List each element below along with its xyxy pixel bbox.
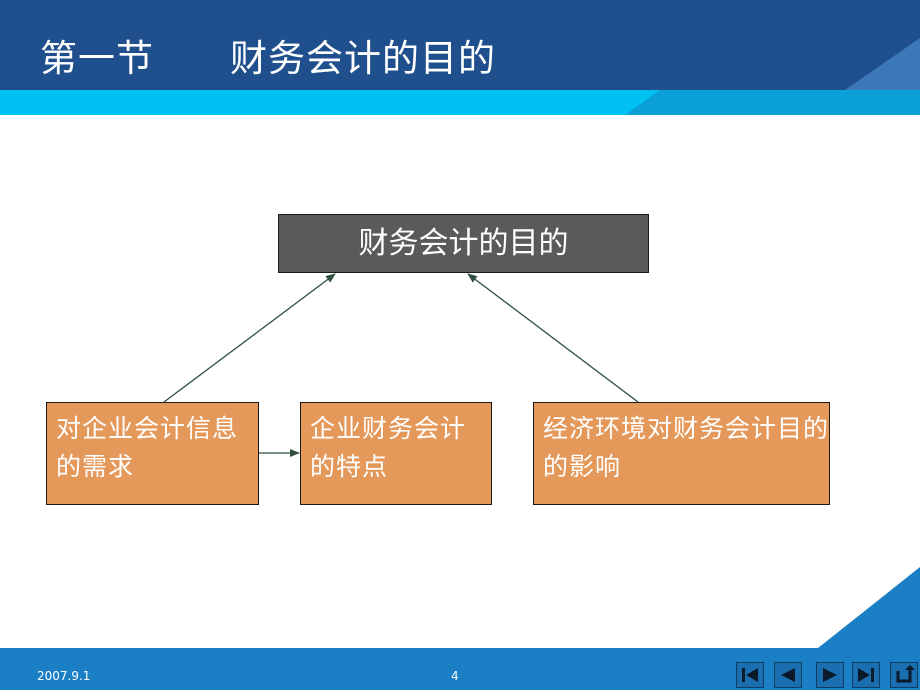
first-slide-button[interactable] — [736, 662, 764, 688]
header-navy-band — [0, 0, 920, 90]
next-slide-icon — [823, 668, 837, 682]
header-accent — [845, 38, 920, 90]
slide-navigation — [736, 662, 920, 690]
arrow-right-to-top — [467, 273, 639, 403]
previous-slide-icon — [781, 668, 795, 682]
header-band — [0, 0, 920, 115]
last-slide-button[interactable] — [852, 662, 880, 688]
page-number: 4 — [451, 669, 459, 683]
purpose-box: 财务会计的目的 — [278, 214, 649, 273]
economic-environment-box: 经济环境对财务会计目的的影响 — [533, 402, 830, 505]
return-icon — [896, 665, 915, 683]
footer-corner-triangle — [818, 567, 920, 648]
slide-title: 第一节 财务会计的目的 — [40, 37, 496, 80]
return-button[interactable] — [890, 662, 918, 688]
information-demand-box: 对企业会计信息的需求 — [46, 402, 259, 505]
last-slide-icon — [858, 668, 874, 682]
previous-slide-button[interactable] — [774, 662, 802, 688]
arrow-left-to-top — [163, 273, 336, 403]
footer-bar — [0, 648, 920, 690]
next-slide-button[interactable] — [816, 662, 844, 688]
header-stripe-accent — [625, 90, 920, 115]
footer-date: 2007.9.1 — [37, 669, 91, 683]
first-slide-icon — [742, 668, 758, 682]
accounting-features-box: 企业财务会计的特点 — [300, 402, 492, 505]
